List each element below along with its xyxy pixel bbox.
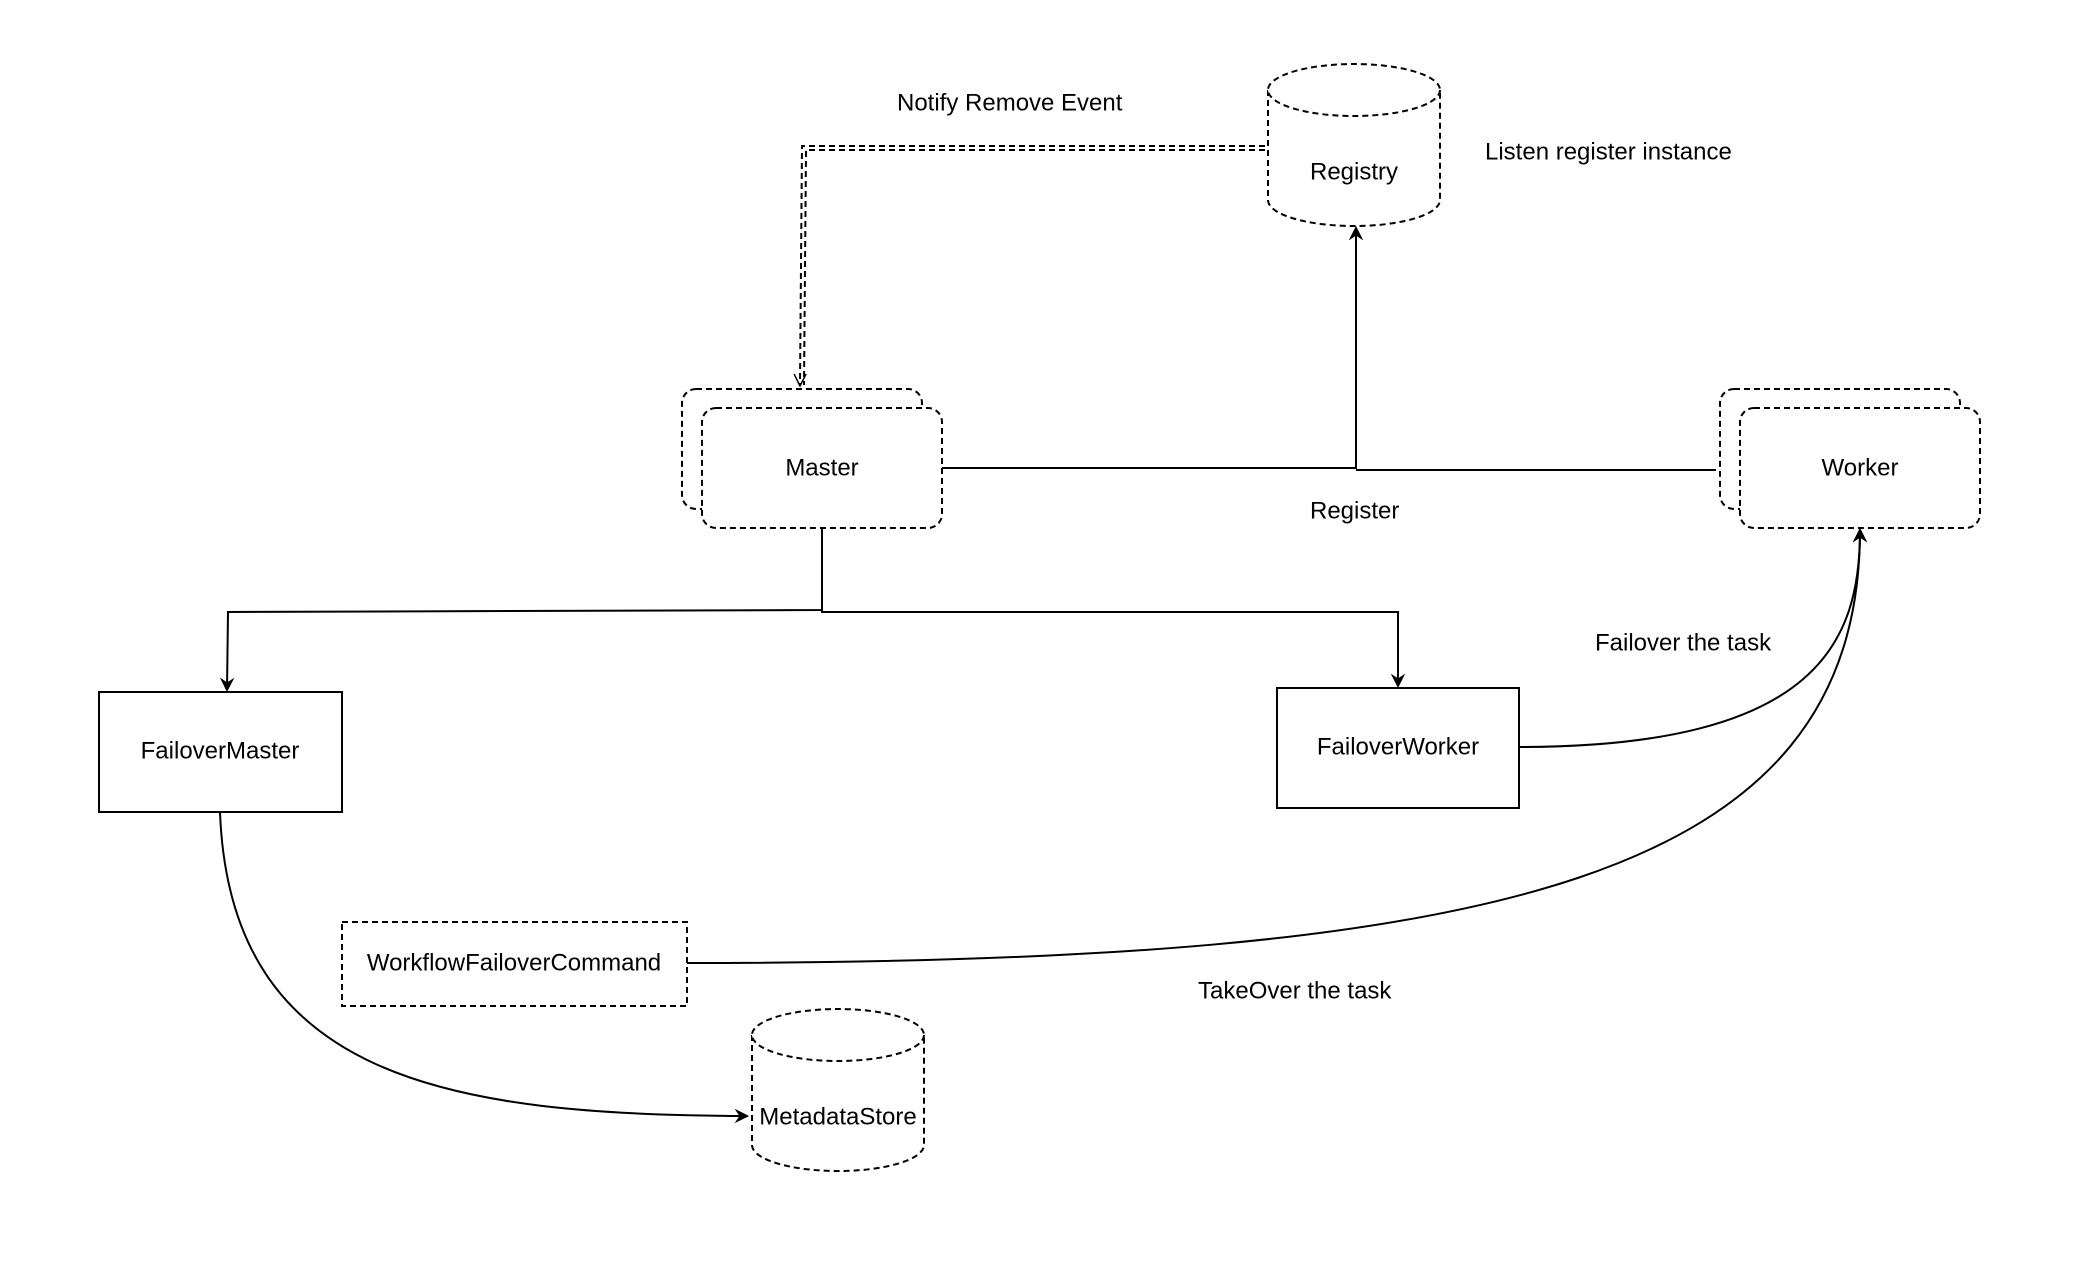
registry-node[interactable]: Registry (1267, 63, 1441, 227)
notify-remove-event-label: Notify Remove Event (897, 89, 1123, 116)
failover-worker-label: FailoverWorker (1317, 733, 1479, 760)
listen-register-instance-label: Listen register instance (1485, 138, 1732, 165)
registry-cylinder-body (1267, 90, 1441, 227)
takeover-the-task-connector (686, 530, 1860, 964)
failover-master-label: FailoverMaster (141, 737, 300, 764)
workflow-failover-command-label: WorkflowFailoverCommand (367, 949, 661, 976)
registry-label: Registry (1310, 158, 1398, 185)
register-label: Register (1310, 497, 1399, 524)
master-to-failover-master-connector (227, 528, 823, 690)
master-to-failover-worker-connector (821, 610, 1398, 686)
master-label: Master (785, 454, 858, 481)
workflow-failover-command-node[interactable]: WorkflowFailoverCommand (341, 921, 688, 1007)
workflow-failover-command-box (341, 921, 688, 1007)
failover-worker-box (1276, 687, 1520, 809)
takeover-the-task-label: TakeOver the task (1198, 977, 1392, 1004)
metadata-store-label: MetadataStore (759, 1103, 916, 1130)
notify-remove-event-connector (800, 145, 1265, 385)
failover-worker-node[interactable]: FailoverWorker (1276, 687, 1520, 809)
notify-remove-event-connector-double (803, 149, 1265, 386)
worker-node[interactable]: Worker (1719, 388, 1981, 529)
failover-master-box (98, 691, 343, 813)
metadata-store-cylinder-top (751, 1008, 925, 1062)
registry-cylinder-top (1267, 63, 1441, 117)
metadata-store-cylinder-body (751, 1035, 925, 1172)
master-node[interactable]: Master (681, 388, 943, 529)
worker-label: Worker (1822, 454, 1899, 481)
failover-the-task-label: Failover the task (1595, 629, 1772, 656)
failover-master-node[interactable]: FailoverMaster (98, 691, 343, 813)
worker-box (1739, 407, 1981, 529)
master-box (701, 407, 943, 529)
failover-master-to-metadata-store-connector (219, 811, 747, 1116)
register-connector-master (942, 228, 1356, 469)
metadata-store-node[interactable]: MetadataStore (751, 1008, 925, 1172)
